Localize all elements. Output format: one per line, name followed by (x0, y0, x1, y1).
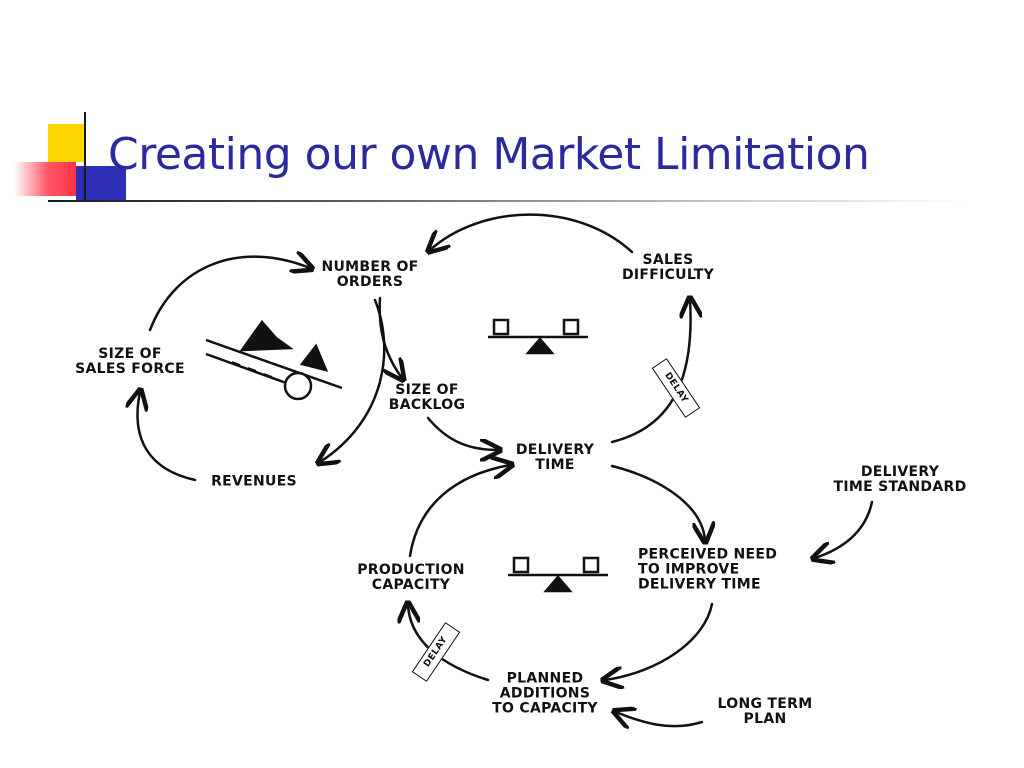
arrow-delivery-time-to-sales-difficulty (610, 300, 691, 444)
node-label-line: PERCEIVED NEED (638, 546, 778, 563)
title-decoration-vertical-line (84, 112, 86, 202)
node-production-capacity: PRODUCTION CAPACITY (357, 563, 465, 593)
node-label-line: DELIVERY TIME (638, 576, 761, 593)
node-label-line: BACKLOG (388, 397, 466, 413)
node-label-line: DIFFICULTY (621, 267, 715, 283)
node-sales-difficulty: SALES DIFFICULTY (622, 253, 714, 283)
slide-title: Creating our own Market Limitation (108, 129, 870, 180)
node-long-term-plan: LONG TERM PLAN (718, 697, 813, 727)
node-label-line: SALES FORCE (75, 361, 185, 377)
node-label-line: DELIVERY (860, 464, 940, 480)
node-label-line: SIZE OF (98, 346, 162, 362)
node-perceived-need-to-improve-delivery-time: PERCEIVED NEED TO IMPROVE DELIVERY TIME (638, 546, 778, 593)
node-revenues: REVENUES (211, 473, 297, 490)
node-label-line: PLANNED (506, 670, 584, 687)
node-label-line: REVENUES (211, 473, 297, 490)
node-size-of-backlog: SIZE OF BACKLOG (389, 383, 466, 413)
title-decoration-yellow-square (48, 124, 86, 162)
arrow-sales-force-to-orders (148, 257, 310, 332)
arrow-orders-to-revenues (320, 298, 386, 462)
node-label-line: TIME (535, 457, 575, 473)
node-label-line: TO IMPROVE (638, 561, 740, 578)
arrow-standard-to-perceived-need (815, 500, 874, 558)
title-decoration-red-bar (14, 162, 76, 196)
node-label-line: ADDITIONS (499, 685, 591, 702)
node-label-line: CAPACITY (371, 577, 451, 593)
arrow-perceived-need-to-planned-additions (605, 602, 714, 680)
node-label-line: TIME STANDARD (833, 479, 967, 495)
node-label-line: NUMBER OF (321, 259, 419, 275)
node-label-line: SALES (642, 252, 694, 268)
node-label-line: DELIVERY (515, 442, 595, 458)
node-label-line: ORDERS (336, 274, 404, 290)
balance-scale-icon (488, 318, 588, 355)
node-label-line: PLAN (743, 711, 787, 727)
node-delivery-time: DELIVERY TIME (516, 443, 594, 473)
arrow-long-term-plan-to-planned-additions (616, 712, 704, 726)
arrow-sales-difficulty-to-orders (430, 213, 634, 252)
node-delivery-time-standard: DELIVERY TIME STANDARD (834, 465, 967, 495)
balance-scale-icon (508, 556, 608, 593)
arrow-delivery-time-to-perceived-need (610, 464, 705, 540)
arrow-backlog-to-delivery-time (426, 416, 498, 450)
node-label-line: LONG TERM (717, 696, 813, 712)
node-label-line: SIZE OF (395, 382, 459, 398)
node-size-of-sales-force: SIZE OF SALES FORCE (75, 347, 185, 377)
snowball-mountain-icon (205, 319, 343, 401)
title-underline (48, 200, 968, 202)
arrow-revenues-to-sales-force (137, 392, 197, 482)
node-label-line: PRODUCTION (357, 562, 465, 578)
node-number-of-orders: NUMBER OF ORDERS (321, 260, 418, 290)
arrow-production-capacity-to-delivery-time (408, 465, 510, 558)
node-planned-additions-to-capacity: PLANNED ADDITIONS TO CAPACITY (492, 670, 598, 717)
node-label-line: TO CAPACITY (492, 700, 598, 717)
arrow-orders-to-backlog (378, 296, 402, 378)
